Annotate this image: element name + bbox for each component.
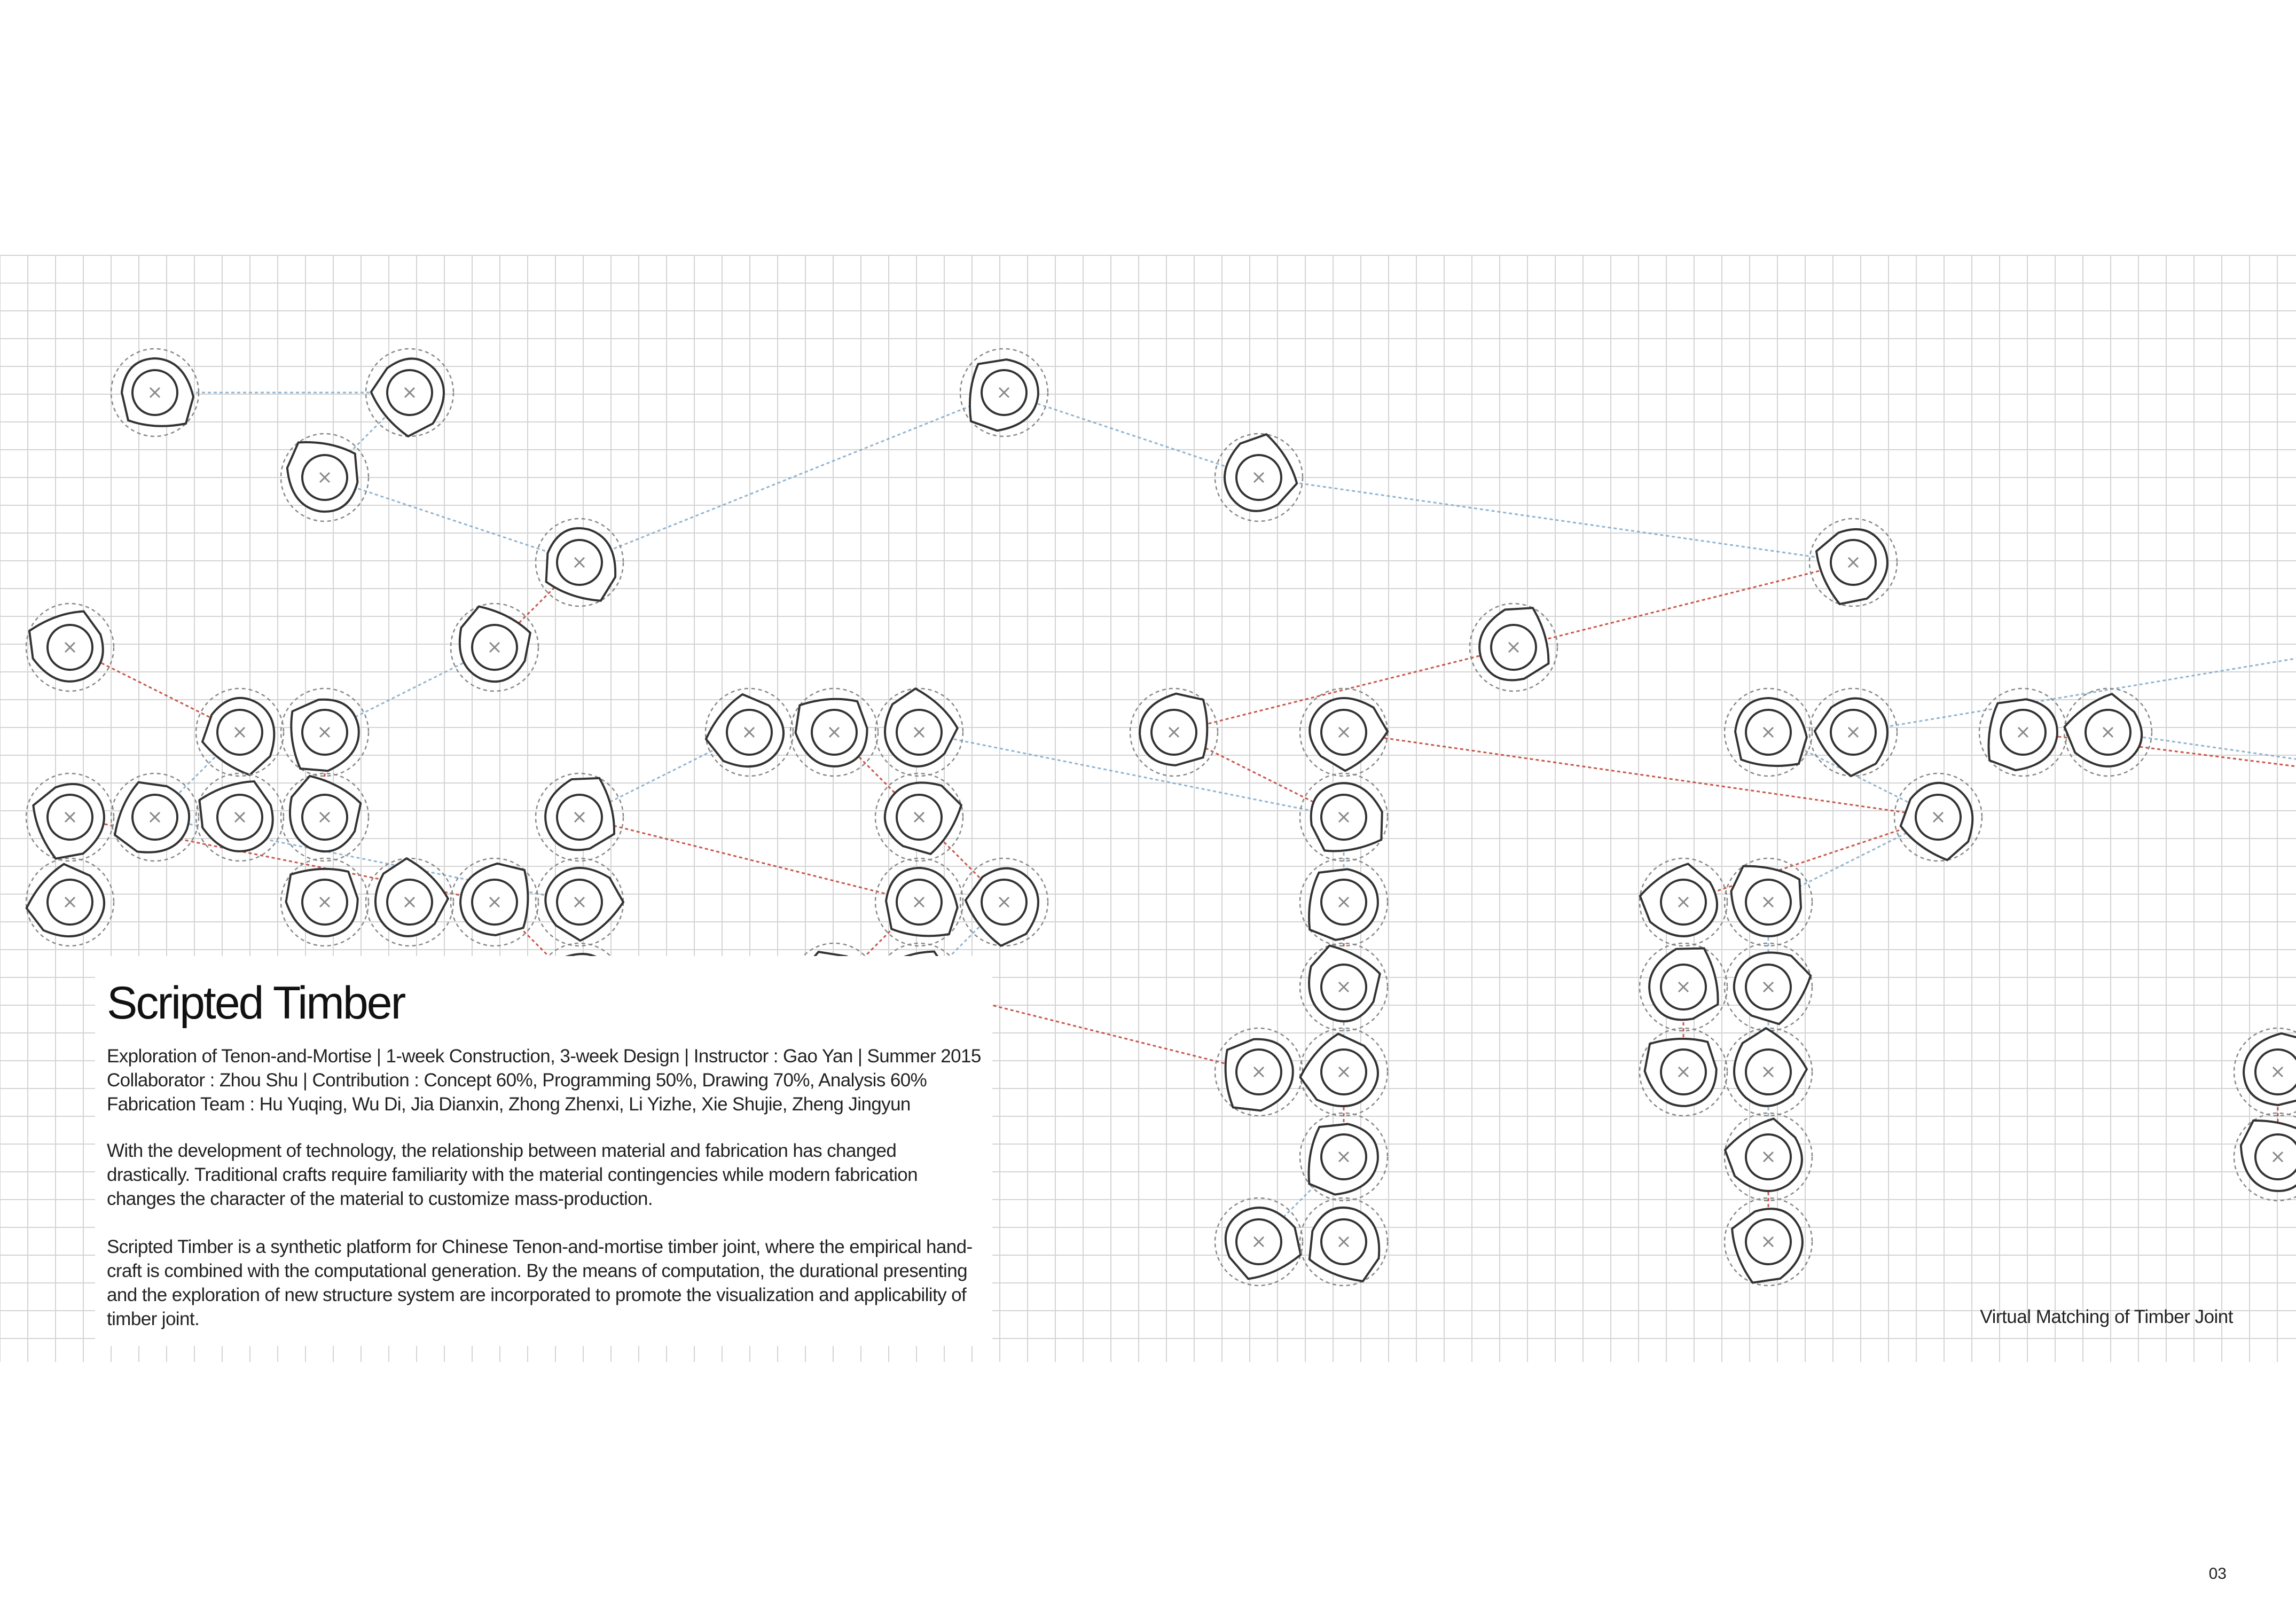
timber-joint-node xyxy=(1469,602,1558,692)
timber-joint-node xyxy=(1299,942,1389,1032)
timber-joint-node xyxy=(1214,1027,1304,1117)
project-title: Scripted Timber xyxy=(107,977,406,1029)
timber-joint-node xyxy=(25,857,115,947)
timber-joint-node xyxy=(280,857,370,947)
project-description: With the development of technology, the … xyxy=(107,1139,983,1355)
meta-line-fabrication-team: Fabrication Team : Hu Yuqing, Wu Di, Jia… xyxy=(107,1094,911,1115)
timber-joint-node xyxy=(1214,433,1304,522)
timber-joint-node xyxy=(450,857,539,947)
timber-joint-node xyxy=(1893,772,1983,862)
timber-joint-node xyxy=(1299,857,1389,947)
timber-joint-node xyxy=(195,687,285,777)
timber-joint-node xyxy=(789,687,879,777)
timber-joint-node xyxy=(2063,687,2153,777)
timber-joint-node xyxy=(1299,1027,1389,1117)
timber-joint-node xyxy=(1214,1197,1304,1287)
timber-joint-node xyxy=(1723,687,1813,777)
diagram-caption: Virtual Matching of Timber Joint xyxy=(1980,1306,2233,1327)
timber-joint-node xyxy=(1978,687,2068,777)
timber-joint-node xyxy=(1129,687,1219,777)
timber-joint-node xyxy=(1723,1197,1813,1287)
timber-joint-node xyxy=(1723,1112,1813,1202)
timber-joint-node xyxy=(110,348,200,437)
timber-joint-node xyxy=(874,857,964,947)
timber-joint-node xyxy=(1808,518,1898,607)
timber-joint-node xyxy=(110,772,200,862)
timber-joint-node xyxy=(535,772,624,862)
timber-joint-node xyxy=(535,518,624,607)
timber-joint-node xyxy=(25,772,115,862)
timber-joint-node xyxy=(365,348,455,438)
timber-joint-node xyxy=(2233,1112,2296,1202)
timber-joint-node xyxy=(195,772,285,862)
timber-joint-node xyxy=(1639,942,1728,1032)
timber-joint-node xyxy=(1639,1027,1728,1117)
timber-joint-node xyxy=(1808,687,1898,778)
meta-line-info: Exploration of Tenon-and-Mortise | 1-wee… xyxy=(107,1046,981,1067)
timber-joint-node xyxy=(280,772,370,862)
timber-joint-node xyxy=(1299,772,1389,862)
timber-joint-node xyxy=(1639,857,1728,947)
timber-joint-node xyxy=(959,348,1049,437)
timber-joint-node xyxy=(1723,1027,1813,1117)
timber-joint-node xyxy=(959,857,1049,947)
page-number: 03 xyxy=(2208,1565,2227,1583)
project-meta: Exploration of Tenon-and-Mortise | 1-wee… xyxy=(107,1044,993,1116)
timber-joint-node xyxy=(2233,1027,2296,1117)
timber-joint-node xyxy=(1299,1197,1389,1287)
timber-joint-node xyxy=(25,602,115,692)
description-paragraph: With the development of technology, the … xyxy=(107,1140,918,1209)
timber-joint-node xyxy=(874,772,964,862)
timber-joint-node xyxy=(1299,1112,1389,1202)
description-paragraph: Scripted Timber is a synthetic platform … xyxy=(107,1236,973,1329)
timber-joint-node xyxy=(280,433,370,522)
timber-joint-node xyxy=(874,687,964,777)
timber-joint-node xyxy=(365,857,455,947)
timber-joint-node xyxy=(535,857,625,947)
timber-joint-node xyxy=(1299,687,1389,777)
timber-joint-node xyxy=(1723,857,1813,947)
timber-joint-node xyxy=(704,687,794,777)
timber-joint-node xyxy=(280,687,370,777)
meta-line-collaborator: Collaborator : Zhou Shu | Contribution :… xyxy=(107,1070,927,1091)
timber-joint-node xyxy=(1723,942,1813,1032)
text-panel-background xyxy=(95,956,992,1346)
timber-joint-node xyxy=(450,602,539,692)
